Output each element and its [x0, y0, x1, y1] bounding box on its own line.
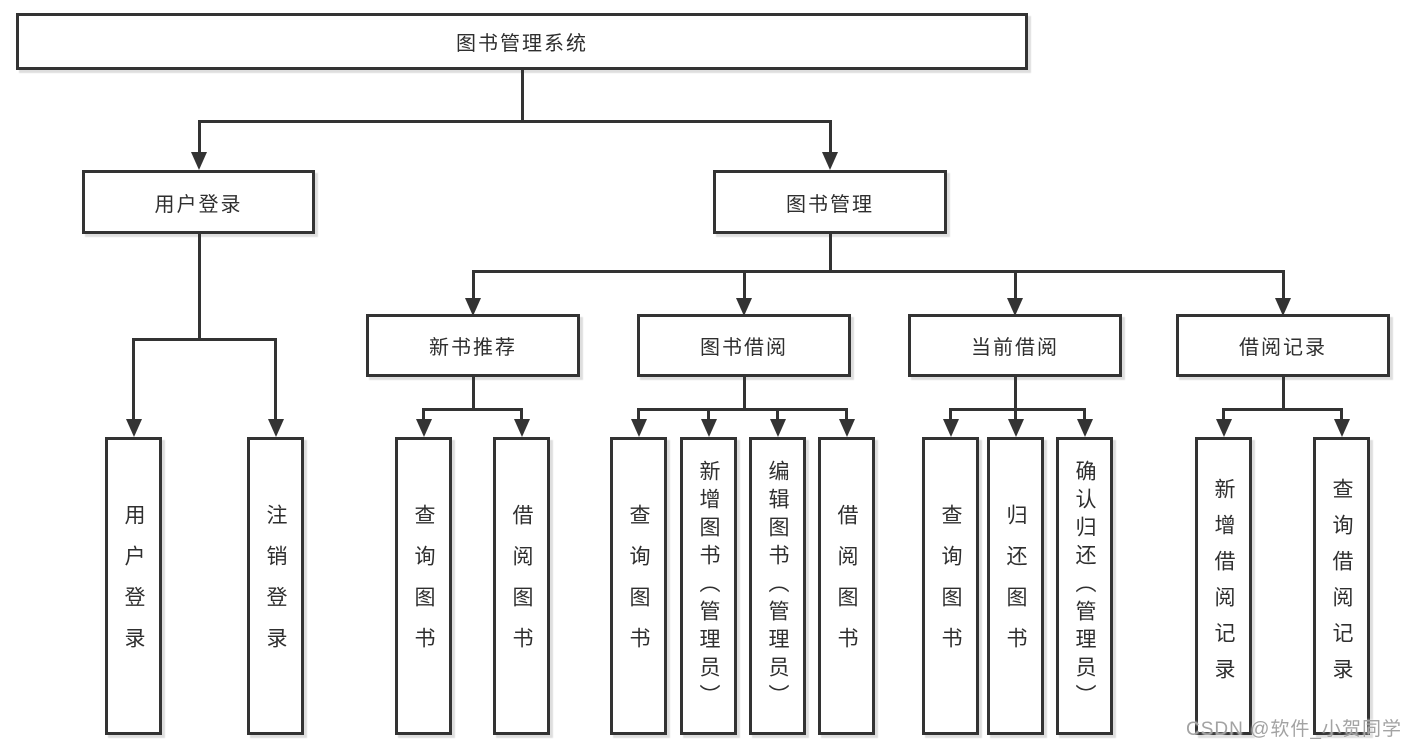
- arrowhead-leaf-user-login: [125, 419, 142, 437]
- leaf-label: 查询图书: [412, 504, 435, 668]
- connector-drop-query-record: [1340, 411, 1343, 419]
- leaf-label: 查询借阅记录: [1330, 478, 1353, 694]
- connector-drop-confirm-return: [1083, 411, 1086, 419]
- connector-drop-edit-book: [776, 411, 779, 419]
- connector-user-login-bar: [132, 338, 277, 341]
- leaf-label: 查询图书: [627, 504, 650, 668]
- leaf-borrow-books-2: 借阅图书: [818, 437, 875, 735]
- connector-drop-query-books-3: [949, 411, 952, 419]
- connector-drop-return-book: [1014, 411, 1017, 419]
- node-book-borrow: 图书借阅: [637, 314, 851, 377]
- leaf-label: 用户登录: [122, 504, 145, 668]
- leaf-label: 新增图书（管理员）: [697, 460, 720, 712]
- leaf-label: 注销登录: [264, 504, 287, 668]
- connector-drop-query-books-1: [422, 411, 425, 419]
- arrowhead-borrow-books-2: [838, 419, 855, 437]
- connector-user-login-stem: [197, 234, 201, 341]
- arrowhead-book-management: [822, 152, 838, 170]
- leaf-logout: 注销登录: [247, 437, 304, 735]
- leaf-query-books-2: 查询图书: [610, 437, 667, 735]
- csdn-watermark: CSDN @软件_小贺同学: [1186, 719, 1402, 740]
- arrowhead-query-record: [1333, 419, 1350, 437]
- arrowhead-leaf-logout: [267, 419, 284, 437]
- connector-l2-drop-left: [197, 123, 201, 152]
- connector-drop-book-borrow: [742, 273, 746, 298]
- node-root: 图书管理系统: [16, 13, 1028, 70]
- connector-l3-bar: [471, 270, 1285, 273]
- leaf-borrow-books-1: 借阅图书: [493, 437, 550, 735]
- node-user-login: 用户登录: [82, 170, 315, 234]
- node-book-management: 图书管理: [713, 170, 947, 234]
- connector-new-book-bar: [422, 408, 523, 411]
- connector-drop-borrow-records: [1281, 273, 1285, 298]
- connector-drop-query-books-2: [637, 411, 640, 419]
- arrowhead-current-borrow: [1007, 298, 1023, 316]
- connector-drop-current-borrow: [1013, 273, 1017, 298]
- connector-drop-add-book: [707, 411, 710, 419]
- arrowhead-borrow-books-1: [513, 419, 530, 437]
- connector-current-borrow-bar: [949, 408, 1086, 411]
- leaf-label: 确认归还（管理员）: [1073, 460, 1096, 712]
- arrowhead-edit-book: [769, 419, 786, 437]
- leaf-add-book-admin: 新增图书（管理员）: [680, 437, 737, 735]
- arrowhead-borrow-records: [1275, 298, 1291, 316]
- leaf-label: 借阅图书: [510, 504, 533, 668]
- node-borrow-records: 借阅记录: [1176, 314, 1390, 377]
- arrowhead-confirm-return: [1076, 419, 1093, 437]
- arrowhead-query-books-2: [630, 419, 647, 437]
- connector-book-borrow-bar: [637, 408, 848, 411]
- connector-drop-new-book: [471, 273, 475, 298]
- connector-borrow-records-stem: [1281, 377, 1285, 411]
- connector-l2-drop-right: [828, 123, 832, 152]
- connector-drop-borrow-books-1: [520, 411, 523, 419]
- arrowhead-return-book: [1007, 419, 1024, 437]
- leaf-label: 查询图书: [939, 504, 962, 668]
- leaf-label: 归还图书: [1004, 504, 1027, 668]
- leaf-edit-book-admin: 编辑图书（管理员）: [749, 437, 806, 735]
- leaf-label: 新增借阅记录: [1212, 478, 1235, 694]
- arrowhead-add-book: [700, 419, 717, 437]
- connector-borrow-records-bar: [1222, 408, 1343, 411]
- connector-drop-add-record: [1222, 411, 1225, 419]
- connector-current-borrow-stem: [1013, 377, 1017, 411]
- connector-drop-borrow-books-2: [845, 411, 848, 419]
- arrowhead-query-books-1: [415, 419, 432, 437]
- leaf-return-book: 归还图书: [987, 437, 1044, 735]
- arrowhead-user-login: [191, 152, 207, 170]
- leaf-query-borrow-record: 查询借阅记录: [1313, 437, 1370, 735]
- arrowhead-query-books-3: [942, 419, 959, 437]
- leaf-confirm-return-admin: 确认归还（管理员）: [1056, 437, 1113, 735]
- leaf-label: 借阅图书: [835, 504, 858, 668]
- arrowhead-new-book: [465, 298, 481, 316]
- connector-l2-bar: [197, 120, 832, 123]
- arrowhead-add-record: [1215, 419, 1232, 437]
- connector-book-management-stem: [828, 234, 832, 273]
- connector-drop-leaf-logout: [274, 341, 277, 419]
- connector-new-book-stem: [471, 377, 475, 411]
- connector-drop-leaf-user-login: [132, 341, 135, 419]
- leaf-user-login: 用户登录: [105, 437, 162, 735]
- connector-root-stem: [520, 70, 524, 123]
- node-new-book-recommend: 新书推荐: [366, 314, 580, 377]
- arrowhead-book-borrow: [736, 298, 752, 316]
- leaf-add-borrow-record: 新增借阅记录: [1195, 437, 1252, 735]
- node-current-borrow: 当前借阅: [908, 314, 1122, 377]
- connector-book-borrow-stem: [742, 377, 746, 411]
- leaf-query-books-1: 查询图书: [395, 437, 452, 735]
- leaf-label: 编辑图书（管理员）: [766, 460, 789, 712]
- leaf-query-books-3: 查询图书: [922, 437, 979, 735]
